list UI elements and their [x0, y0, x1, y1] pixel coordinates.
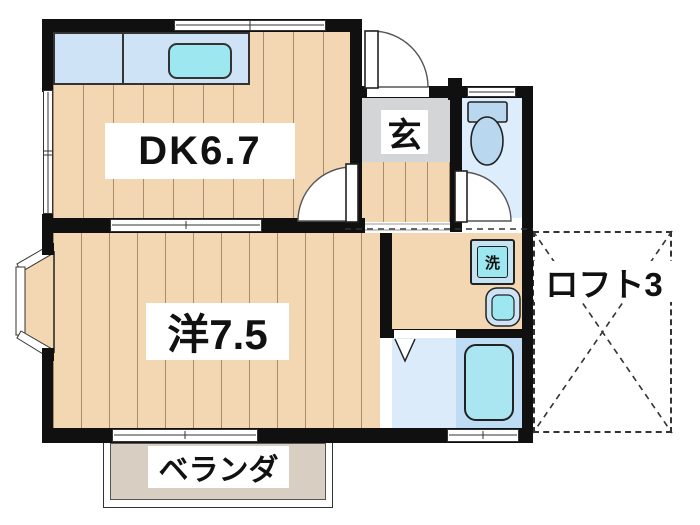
top-window-rails	[176, 21, 324, 30]
wall-toilet-pier	[448, 78, 462, 100]
kitchen-counter-divider	[122, 33, 124, 84]
loft-dashed-outline	[533, 231, 672, 433]
bath-folding-door	[394, 338, 416, 363]
left-window-rails	[44, 92, 53, 214]
entrance-doorway	[367, 87, 429, 97]
bath-window-rails	[449, 431, 517, 439]
toilet-door-leaf	[454, 170, 468, 223]
wall-right	[522, 86, 533, 443]
toilet-bowl	[470, 116, 504, 166]
laundry-label: 洗	[484, 254, 500, 272]
wall-entry-notch	[350, 19, 362, 98]
veranda-label: ベランダ	[148, 446, 289, 488]
kitchen-sink	[168, 43, 232, 79]
wash-basin-bowl	[491, 294, 515, 321]
dk-door-arc	[297, 166, 353, 222]
entrance-door-leaf	[364, 30, 379, 89]
bath-doorway	[394, 330, 456, 338]
wall-corridor-left	[380, 225, 392, 338]
dk-room-label: DK6.7	[105, 123, 295, 179]
loft-cross-line-2	[532, 230, 673, 434]
western-room-label-text: 洋7.5	[167, 311, 268, 358]
entrance-label-text: 玄	[387, 116, 422, 155]
washing-machine-label-box: 洗	[477, 246, 508, 278]
hall-threshold-lines	[365, 223, 450, 231]
entrance-label: 玄	[381, 110, 428, 155]
bathtub	[464, 344, 514, 421]
wall-left-upper	[42, 19, 53, 92]
veranda-label-text: ベランダ	[158, 454, 279, 487]
entrance-hall-floor	[362, 162, 450, 225]
dk-room-label-text: DK6.7	[138, 128, 262, 173]
veranda-door-rails	[114, 431, 256, 439]
dk-sliding-door-rails	[112, 221, 260, 229]
wall-bath-top	[392, 329, 522, 338]
toilet-door-arc	[461, 171, 512, 222]
toilet-doorway	[462, 220, 509, 231]
bay-wall-stub-top	[42, 243, 54, 255]
wall-left-lower	[42, 350, 53, 443]
veranda-inner	[110, 443, 326, 500]
western-room-floor	[53, 233, 380, 428]
loft-label: ロフト3	[534, 261, 674, 303]
loft-label-text: ロフト3	[545, 265, 663, 303]
wall-left-mid	[42, 214, 53, 254]
bay-wall-stub-bottom	[42, 348, 54, 361]
hall-threshold	[365, 222, 450, 233]
entrance-door-arc	[371, 30, 429, 88]
dk-door-leaf	[345, 163, 359, 223]
bay-window-mid-pane	[15, 266, 26, 336]
western-room-label: 洋7.5	[146, 303, 289, 360]
